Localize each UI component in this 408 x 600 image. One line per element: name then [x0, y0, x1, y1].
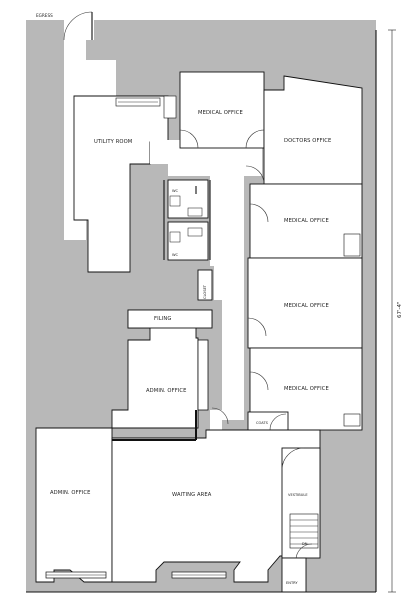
utility-room: [73, 95, 169, 273]
entry-label: ENTRY: [286, 581, 298, 585]
dimension-line: [388, 29, 396, 593]
dn-label: DN: [302, 542, 308, 546]
medical-office-3: [247, 257, 363, 349]
vestibule-label: VESTIBULE: [288, 493, 308, 497]
medical-office-4-label: MEDICAL OFFICE: [284, 386, 329, 392]
dimension-label: 67'-4": [397, 301, 403, 318]
admin-office-left: [35, 427, 113, 583]
doctors-office-label: DOCTORS OFFICE: [284, 138, 331, 144]
central-hall: [150, 140, 262, 440]
medical-office-3-label: MEDICAL OFFICE: [284, 303, 329, 309]
waiting-area: [111, 429, 321, 583]
admin-office-left-label: ADMIN. OFFICE: [50, 490, 91, 496]
medical-office-top: [179, 71, 265, 149]
medical-office-2: [249, 183, 363, 259]
waiting-area-label: WAITING AREA: [172, 492, 212, 498]
closet-label: CLOSET: [203, 284, 207, 299]
medical-office-top-label: MEDICAL OFFICE: [198, 110, 243, 116]
closet: [197, 269, 213, 301]
entry: [281, 557, 307, 593]
wc-lower-label: WC: [172, 253, 179, 257]
utility-room-label: UTILITY ROOM: [94, 139, 132, 145]
filing-label: FILING: [154, 316, 171, 322]
wc-upper-label: WC: [172, 189, 179, 193]
medical-office-2-label: MEDICAL OFFICE: [284, 218, 329, 224]
egress-opening: [64, 20, 94, 40]
doctors-office: [263, 75, 363, 185]
coats-label: COATS: [256, 421, 269, 425]
filing: [127, 309, 213, 329]
admin-office-center-label: ADMIN. OFFICE: [146, 388, 187, 394]
upper-left-extension: [86, 60, 116, 96]
egress-label: EGRESS: [36, 13, 53, 18]
stairs: [289, 513, 319, 549]
